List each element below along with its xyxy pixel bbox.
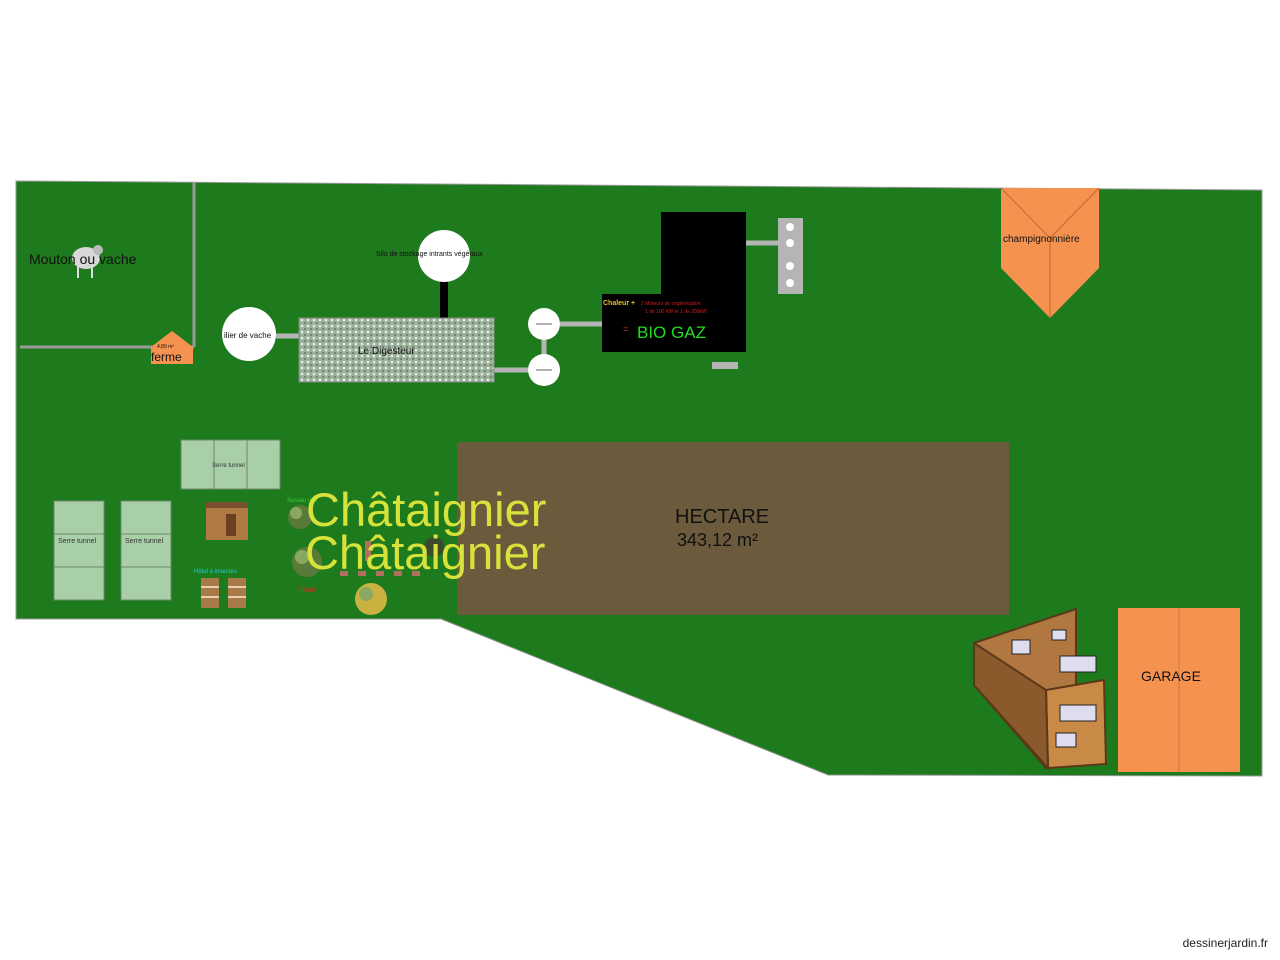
- champignonniere-label: champignonnière: [1003, 234, 1080, 245]
- biogaz-outlet: [712, 362, 738, 369]
- pipes: [276, 240, 778, 373]
- serre-left-label: Serre tunnel: [58, 538, 97, 545]
- silo-label: Silo de stockage intrants végétaux: [376, 251, 483, 258]
- biogaz-unit: [602, 294, 746, 352]
- sheep-icon: [72, 245, 103, 278]
- serre-tunnel-right: [120, 500, 172, 601]
- tree-icon: [288, 505, 444, 615]
- biogaz-title: BIO GAZ: [637, 323, 706, 342]
- chataignier-label-2: Châtaignier: [305, 526, 545, 579]
- hectare-area: 343,12 m²: [677, 530, 758, 550]
- garage-label: GARAGE: [1141, 668, 1201, 684]
- vent-panel: [778, 218, 803, 294]
- serre-tunnel-top: [180, 439, 281, 490]
- ferme-area: 4,89 m²: [157, 344, 174, 350]
- site-credit[interactable]: dessinerjardin.fr: [1182, 936, 1268, 950]
- small-label-green: Sureau noir: [287, 498, 318, 504]
- hectare-label: HECTARE: [675, 506, 769, 528]
- hedge-row: [340, 541, 420, 576]
- silo-tank: [418, 230, 470, 282]
- chataignier-label-1: Châtaignier: [306, 483, 546, 536]
- house: [973, 607, 1108, 771]
- serre-top-label: Serre tunnel: [212, 463, 245, 469]
- serre-tunnel-left: [53, 500, 105, 601]
- digesteur-label: Le Digesteur: [358, 346, 415, 357]
- digesteur: [298, 317, 495, 383]
- fumier-label: ilier de vache: [224, 331, 272, 340]
- ferme-building: [151, 331, 193, 364]
- champignonniere-ridges: [1000, 187, 1100, 318]
- small-label-red: Tilleul: [297, 587, 315, 594]
- biogaz-chaleur: Chaleur +: [603, 300, 635, 307]
- fumier-tank: [222, 307, 276, 361]
- biogaz-line2: 1 de 100 kW et 1 de 200kW: [645, 309, 707, 315]
- animal-label: Mouton ou vache: [29, 251, 137, 267]
- biogaz-line1: 2 Moteurs de cogénération: [641, 301, 701, 307]
- ferme-label: ferme: [151, 350, 182, 364]
- silo-stem: [440, 273, 448, 318]
- serre-right-label: Serre tunnel: [125, 538, 164, 545]
- biogaz-prefix: =: [623, 324, 628, 334]
- hotel-label: Hôtel à insectes: [194, 569, 237, 575]
- hectare-field: [457, 442, 1009, 615]
- garden-shed: [206, 502, 248, 540]
- insect-hotel: [201, 578, 246, 608]
